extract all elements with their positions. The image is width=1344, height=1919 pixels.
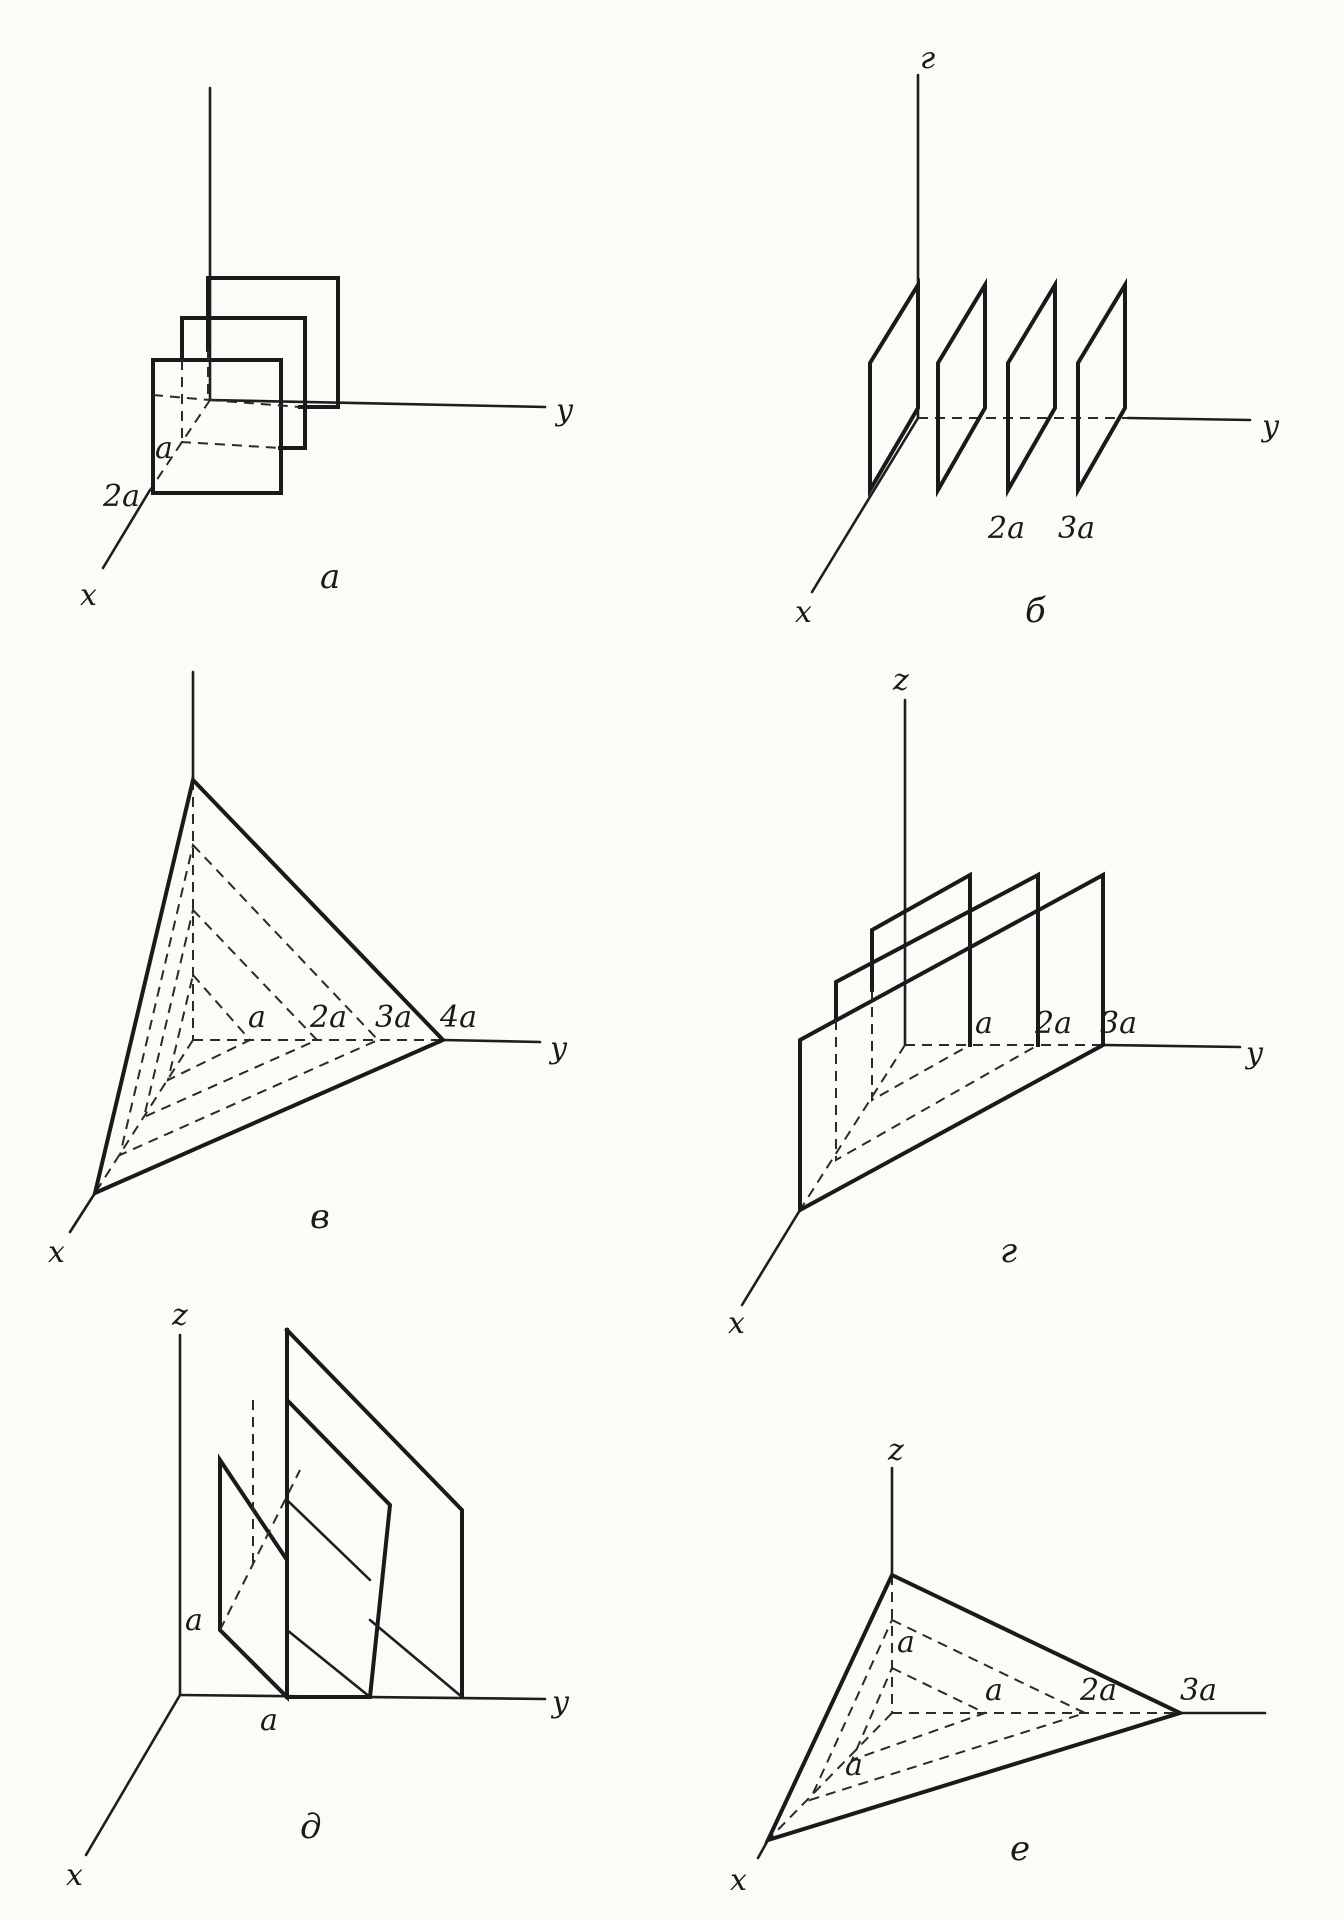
- panel-f-axis-label-z: z: [887, 1433, 904, 1468]
- panel-e-axis-label-y: y: [550, 1685, 570, 1720]
- panel-e-trace-3: [368, 1618, 464, 1699]
- panel-b-tick-3a: 3a: [1058, 511, 1095, 546]
- panel-b-y-axis: [1126, 416, 1252, 422]
- panel-f-tick-2a: 2a: [1079, 1673, 1117, 1708]
- panel-c-plane-3: [118, 842, 380, 1157]
- panel-a-plane-back-hidden: [209, 399, 301, 408]
- panel-d-axis-label-y: y: [1244, 1036, 1264, 1071]
- panel-b-tick-2a: 2a: [987, 511, 1025, 546]
- panel-a-plane-back: [206, 276, 340, 409]
- panel-e-trace-4: [285, 1498, 372, 1582]
- panel-a-axis-label-y: y: [554, 393, 574, 428]
- panel-f-plane-3: [764, 1572, 1186, 1844]
- panel-a-tick-2a: 2a: [102, 479, 140, 514]
- panel-a-plane-middle-hidden: [180, 441, 282, 449]
- panel-f: z a a a 2a 3a x e: [730, 1433, 1267, 1898]
- panel-a-plane-middle: [180, 316, 307, 450]
- panel-a-axis-label-x: x: [80, 578, 97, 613]
- panel-c-plane-1: [166, 972, 252, 1082]
- panel-e-trace-2: [285, 1628, 372, 1699]
- panel-a-hidden-horizontal: [152, 394, 211, 401]
- panel-b-caption: б: [1025, 591, 1046, 631]
- panel-f-caption: e: [1010, 1829, 1030, 1869]
- panel-e-hidden-2: [219, 1469, 301, 1631]
- panel-c-tick-a: a: [248, 1000, 266, 1035]
- panel-b-plane-3: [1006, 277, 1057, 498]
- panel-c-plane-4: [92, 775, 447, 1197]
- panel-b: 2a 3a г y x б: [795, 41, 1280, 631]
- panel-d-plane-3: [798, 871, 1105, 1214]
- panel-e: z a a y x д: [66, 1298, 570, 1893]
- panel-d-axis-label-z: z: [892, 663, 909, 698]
- panel-e-plane-3: [284, 1327, 464, 1699]
- panel-d-x-axis: [740, 1208, 802, 1307]
- panel-b-plane-2: [936, 277, 987, 498]
- panel-d-tick-3a: 3a: [1100, 1006, 1137, 1041]
- panel-d-x-axis-hidden: [799, 1044, 906, 1211]
- panel-a-tick-a: a: [155, 431, 173, 466]
- panel-c-tick-3a: 3a: [375, 1000, 412, 1035]
- panel-f-x-axis: [756, 1838, 770, 1860]
- panel-a-x-axis-hidden: [149, 399, 211, 491]
- panel-c: a 2a 3a 4a y x в: [48, 670, 568, 1270]
- panel-d-tick-2a: 2a: [1034, 1006, 1072, 1041]
- panel-e-plane-1: [218, 1453, 289, 1702]
- panel-a-y-axis: [208, 398, 547, 409]
- panel-c-x-axis: [68, 1191, 97, 1234]
- panel-c-tick-4a: 4a: [439, 1000, 477, 1035]
- panel-b-plane-1: [868, 277, 920, 498]
- panel-b-axis-label-z: г: [920, 41, 935, 76]
- panel-c-plane-2: [142, 907, 319, 1119]
- panel-c-x-axis-hidden: [94, 1039, 194, 1194]
- panel-d-plane-1-hidden: [871, 990, 971, 1102]
- panel-f-tick-a-x: a: [845, 1748, 863, 1783]
- panel-d-axis-label-x: x: [728, 1306, 745, 1341]
- panel-c-y-axis: [441, 1038, 542, 1044]
- panel-f-plane-2: [808, 1618, 1088, 1802]
- panel-e-axis-label-z: z: [171, 1298, 188, 1333]
- panel-e-x-axis: [84, 1693, 182, 1857]
- panel-b-axis-label-x: x: [795, 595, 812, 630]
- panel-e-caption: д: [300, 1807, 322, 1847]
- panel-f-tick-a-z: a: [897, 1625, 915, 1660]
- panel-e-axis-label-x: x: [66, 1858, 83, 1893]
- panel-d-y-axis: [1101, 1043, 1242, 1049]
- panel-b-x-axis: [810, 416, 920, 594]
- panel-c-tick-2a: 2a: [309, 1000, 347, 1035]
- panel-a-caption: a: [320, 557, 340, 597]
- panel-a: a 2a y x a: [80, 86, 574, 613]
- panel-c-caption: в: [310, 1197, 330, 1237]
- panel-d: z a 2a 3a y x г: [728, 663, 1264, 1341]
- panel-f-plane-1: [850, 1666, 988, 1762]
- panel-c-axis-label-x: x: [48, 1235, 65, 1270]
- panel-d-caption: г: [1000, 1231, 1017, 1271]
- panel-a-plane-front: [151, 358, 283, 495]
- panel-a-x-axis-front: [101, 488, 152, 570]
- panel-d-tick-a: a: [975, 1006, 993, 1041]
- panel-c-axis-label-y: y: [548, 1031, 568, 1066]
- panel-e-tick-a-z: a: [185, 1603, 203, 1638]
- panel-e-trace-1: [218, 1628, 289, 1699]
- panel-e-tick-a-y: a: [260, 1703, 278, 1738]
- panel-d-plane-2: [834, 871, 1040, 1047]
- panel-d-plane-2-hidden: [835, 1020, 1039, 1162]
- panel-b-plane-4: [1076, 277, 1127, 498]
- panel-f-tick-a-y: a: [985, 1673, 1003, 1708]
- panel-d-plane-1: [870, 871, 972, 1047]
- panel-f-axis-label-x: x: [730, 1863, 747, 1898]
- panel-f-tick-3a: 3a: [1180, 1673, 1217, 1708]
- panel-b-axis-label-y: y: [1260, 409, 1280, 444]
- panel-f-x-axis-hidden: [767, 1712, 893, 1841]
